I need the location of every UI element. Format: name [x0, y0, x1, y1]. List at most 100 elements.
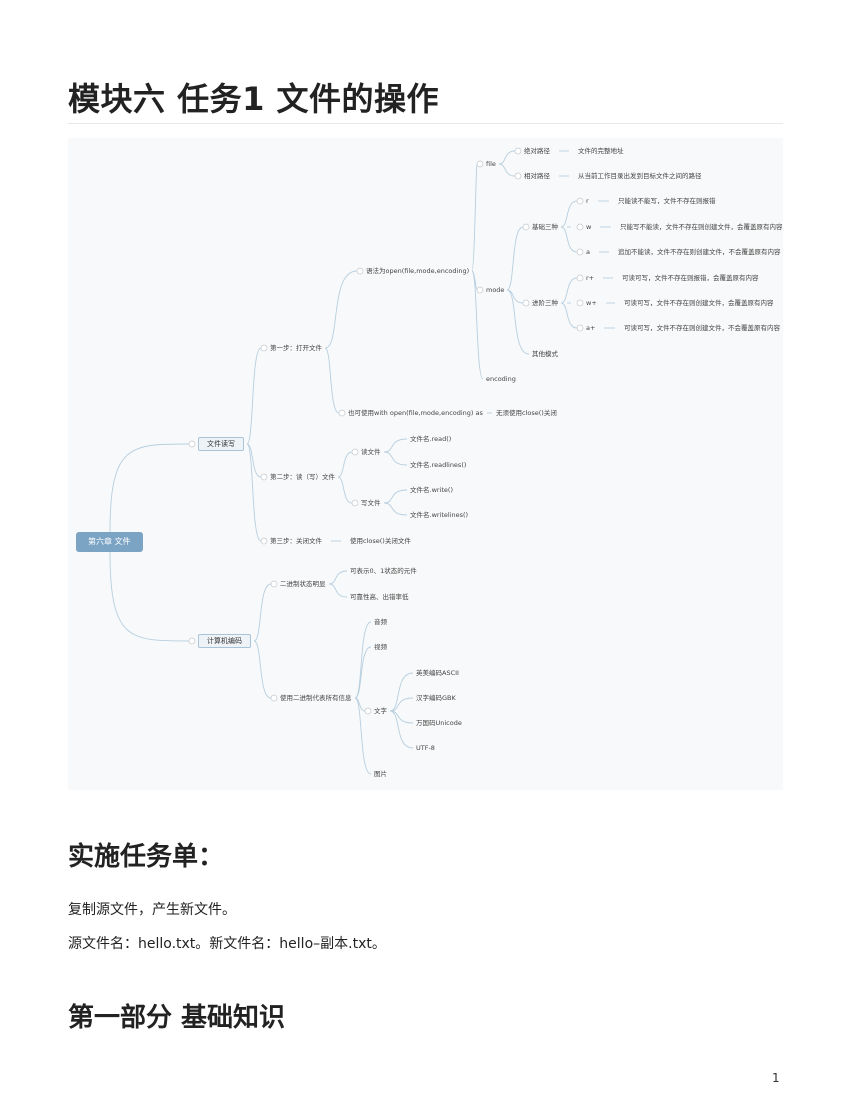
collapse-toggle-icon[interactable]	[260, 537, 268, 545]
connector-line	[383, 438, 408, 453]
mind-map-node-file: file	[486, 160, 496, 168]
mind-map-node-other: 其他模式	[532, 350, 558, 358]
collapse-toggle-icon[interactable]	[260, 344, 268, 352]
mind-map-node-abs_d: 文件的完整地址	[578, 147, 624, 155]
mind-map-node-encoding: encoding	[486, 375, 516, 383]
mind-map-connectors	[109, 147, 615, 775]
mind-map-node-wp: w+	[586, 299, 597, 307]
connector-line	[560, 302, 578, 329]
collapse-toggle-icon[interactable]	[270, 694, 278, 702]
collapse-toggle-icon[interactable]	[188, 440, 196, 448]
collapse-toggle-icon[interactable]	[576, 248, 584, 256]
mind-map-node-bin2: 可靠性高、出错率低	[350, 593, 409, 601]
mind-map-node-mode: mode	[486, 286, 505, 294]
mind-map-node-rw: 文件读写	[198, 437, 244, 451]
connector-line	[389, 697, 414, 712]
mind-map-node-read1: 文件名.read()	[410, 435, 452, 443]
collapse-toggle-icon[interactable]	[476, 160, 484, 168]
connector-line	[328, 583, 348, 598]
mind-map-node-write: 写文件	[361, 499, 381, 507]
paragraph-2: 源文件名：hello.txt。新文件名：hello–副本.txt。	[68, 936, 386, 952]
collapse-toggle-icon[interactable]	[338, 409, 346, 417]
collapse-toggle-icon[interactable]	[476, 286, 484, 294]
mind-map-node-abs: 绝对路径	[524, 147, 550, 155]
collapse-toggle-icon[interactable]	[522, 223, 530, 231]
collapse-toggle-icon[interactable]	[514, 172, 522, 180]
mind-map-node-basic: 基础三种	[532, 223, 558, 231]
mind-map-node-r_d: 只能读不能写，文件不存在则报错	[618, 197, 716, 205]
mind-map-node-write1: 文件名.write()	[410, 486, 453, 494]
mind-map-node-text: 文字	[374, 707, 387, 715]
connector-line	[498, 163, 516, 177]
mind-map-node-syntax: 语法为open(file,mode,encoding)	[366, 267, 470, 275]
paragraph-1: 复制源文件，产生新文件。	[68, 902, 236, 918]
mind-map-node-enc: 计算机编码	[198, 634, 251, 648]
mind-map-node-rp: r+	[586, 274, 595, 282]
collapse-toggle-icon[interactable]	[260, 473, 268, 481]
section-heading-task: 实施任务单：	[68, 842, 225, 872]
mind-map-node-unicode: 万国码Unicode	[416, 719, 462, 727]
mind-map-node-close: 使用close()关闭文件	[350, 537, 411, 545]
mind-map-node-w: w	[586, 223, 592, 231]
mind-map-node-ap_d: 可读可写，文件不存在则创建文件，不会覆盖原有内容	[624, 324, 780, 332]
collapse-toggle-icon[interactable]	[576, 274, 584, 282]
connector-line	[253, 640, 272, 699]
mind-map-node-ap: a+	[586, 324, 596, 332]
mind-map-node-a: a	[586, 248, 590, 256]
collapse-toggle-icon[interactable]	[356, 267, 364, 275]
connector-line	[471, 270, 484, 380]
mind-map-node-ascii: 英美编码ASCII	[416, 669, 459, 677]
collapse-toggle-icon[interactable]	[351, 499, 359, 507]
connector-line	[324, 270, 358, 349]
connector-line	[383, 502, 408, 516]
mind-map-node-step1: 第一步：打开文件	[270, 344, 322, 352]
mind-map-node-bin1: 可表示0、1状态的元件	[350, 567, 417, 575]
mind-map-node-write2: 文件名.writelines()	[410, 511, 469, 519]
mind-map-node-gbk: 汉字编码GBK	[416, 694, 456, 702]
connector-line	[389, 710, 414, 749]
mind-map-node-bin: 二进制状态明显	[280, 580, 326, 588]
collapse-toggle-icon[interactable]	[270, 580, 278, 588]
collapse-toggle-icon[interactable]	[188, 637, 196, 645]
collapse-toggle-icon[interactable]	[576, 299, 584, 307]
section-heading-part1: 第一部分 基础知识	[68, 1003, 286, 1033]
mind-map-node-rel: 相对路径	[524, 172, 550, 180]
title-divider	[68, 123, 783, 124]
mind-map-node-read: 读文件	[361, 448, 381, 456]
mind-map-node-rp_d: 可读可写，文件不存在则报错，会覆盖原有内容	[622, 274, 759, 282]
collapse-toggle-icon[interactable]	[351, 448, 359, 456]
connector-line	[354, 697, 372, 775]
collapse-toggle-icon[interactable]	[576, 324, 584, 332]
connector-line	[506, 226, 524, 291]
mind-map-node-root: 第六章 文件	[76, 532, 143, 552]
mind-map-node-with_d: 无须使用close()关闭	[496, 409, 557, 417]
connector-line	[337, 476, 353, 504]
mind-map-node-wp_d: 可读可写，文件不存在则创建文件，会覆盖原有内容	[624, 299, 774, 307]
collapse-toggle-icon[interactable]	[576, 197, 584, 205]
collapse-toggle-icon[interactable]	[576, 223, 584, 231]
mind-map-node-step2: 第二步：读（写）文件	[270, 473, 335, 481]
collapse-toggle-icon[interactable]	[514, 147, 522, 155]
mind-map-node-with: 也可使用with open(file,mode,encoding) as	[348, 409, 483, 417]
mind-map-node-video: 视频	[374, 643, 387, 651]
connector-line	[383, 451, 408, 466]
connector-line	[109, 551, 190, 642]
page-number: 1	[772, 1071, 780, 1085]
connector-line	[246, 443, 262, 542]
mind-map-node-adv: 进阶三种	[532, 299, 558, 307]
collapse-toggle-icon[interactable]	[522, 299, 530, 307]
connector-line	[253, 583, 272, 642]
mind-map-node-rel_d: 从当前工作目录出发到目标文件之间的路径	[578, 172, 702, 180]
mind-map-node-r: r	[586, 197, 589, 205]
connector-line	[498, 150, 516, 165]
collapse-toggle-icon[interactable]	[364, 707, 372, 715]
mind-map-node-audio: 音频	[374, 618, 387, 626]
mind-map-node-a_d: 追加不能读，文件不存在则创建文件，不会覆盖原有内容	[618, 248, 781, 256]
connector-line	[328, 570, 348, 585]
mind-map-node-step3: 第三步：关闭文件	[270, 537, 322, 545]
connector-line	[560, 277, 578, 304]
mind-map-node-w_d: 只能写不能读，文件不存在则创建文件，会覆盖原有内容	[620, 223, 783, 231]
connector-line	[109, 443, 190, 533]
connector-line	[324, 347, 340, 414]
connector-line	[354, 646, 372, 699]
